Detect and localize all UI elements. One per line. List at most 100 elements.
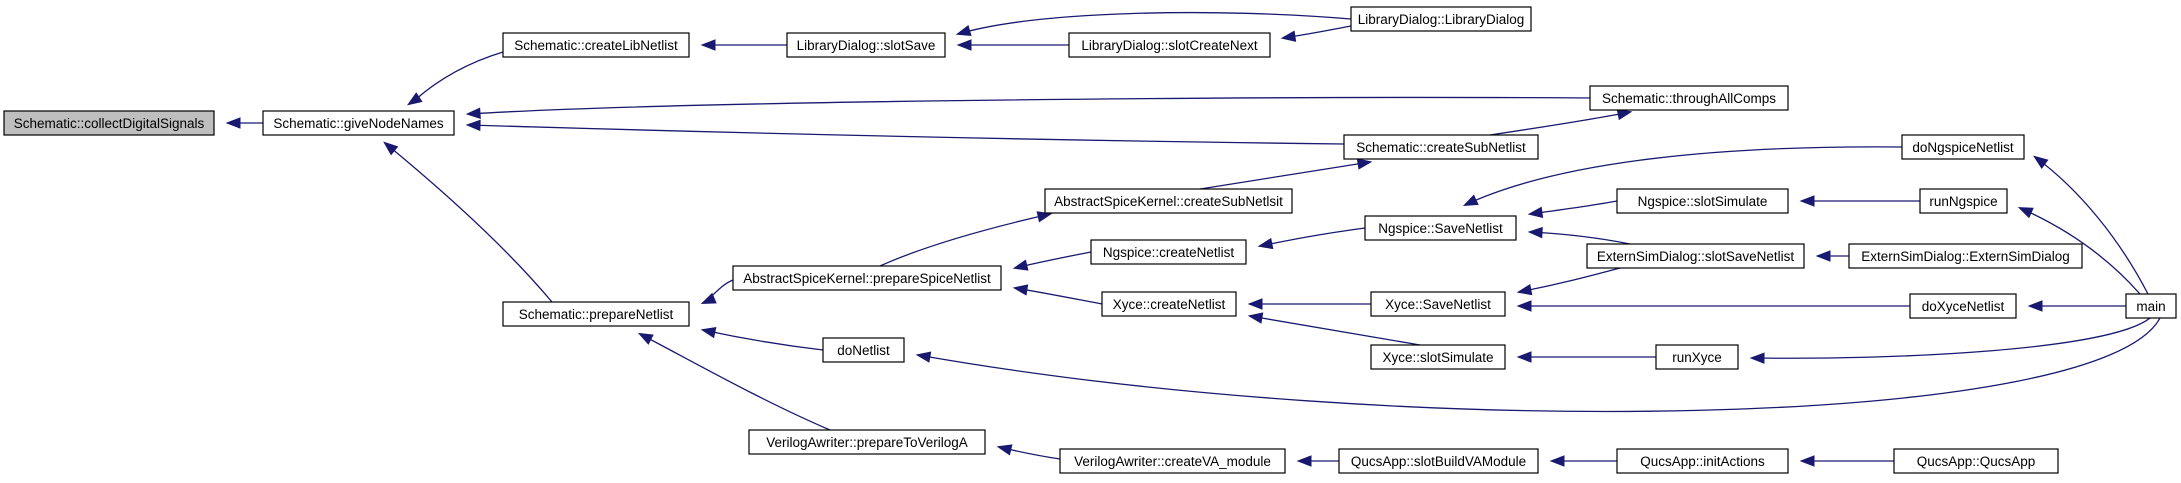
node-box[interactable] [1655,344,1739,370]
node-xyceCreate[interactable]: Xyce::createNetlist [1101,291,1237,317]
node-label: LibraryDialog::LibraryDialog [1358,12,1525,27]
node-externDialog[interactable]: ExternSimDialog::ExternSimDialog [1848,243,2083,269]
node-collect[interactable]: Schematic::collectDigitalSignals [3,110,215,136]
node-runXyce[interactable]: runXyce [1655,344,1739,370]
node-ngCreate[interactable]: Ngspice::createNetlist [1090,239,1247,265]
node-label: QucsApp::QucsApp [1917,454,2036,469]
node-createLib[interactable]: Schematic::createLibNetlist [502,32,690,58]
node-box[interactable] [822,337,905,363]
node-box[interactable] [1848,243,2083,269]
node-box[interactable] [1059,448,1286,474]
node-veriCreateVA[interactable]: VerilogAwriter::createVA_module [1059,448,1286,474]
node-libDialog[interactable]: LibraryDialog::LibraryDialog [1350,6,1532,32]
edge-throughAll-to-giveNode [465,96,1591,119]
node-libSave[interactable]: LibraryDialog::slotSave [786,32,946,58]
edge-main-to-doNgspice [2033,155,2149,295]
arrowhead [1280,30,1297,42]
node-box[interactable] [1044,188,1293,214]
node-qucsBuildVA[interactable]: QucsApp::slotBuildVAModule [1338,448,1539,474]
node-box[interactable] [502,32,690,58]
node-box[interactable] [1909,293,2017,319]
node-box[interactable] [262,110,455,136]
node-label: ExternSimDialog::ExternSimDialog [1861,249,2070,264]
node-box[interactable] [1616,188,1789,214]
node-box[interactable] [1101,291,1237,317]
edge-doNgspice-to-ngSave [1462,146,1903,207]
node-qucsInit[interactable]: QucsApp::initActions [1616,448,1789,474]
node-label: Schematic::giveNodeNames [273,116,444,131]
node-doXyce[interactable]: doXyceNetlist [1909,293,2017,319]
node-throughAll[interactable]: Schematic::throughAllComps [1589,85,1789,111]
node-doNgspice[interactable]: doNgspiceNetlist [1901,134,2025,160]
node-box[interactable] [1589,85,1789,111]
edge-line [2034,156,2149,295]
node-box[interactable] [1068,32,1271,58]
node-xyceSlotSim[interactable]: Xyce::slotSimulate [1370,344,1506,370]
node-label: Ngspice::createNetlist [1103,245,1235,260]
node-ngSave[interactable]: Ngspice::SaveNetlist [1364,215,1517,241]
node-libCreateNext[interactable]: LibraryDialog::slotCreateNext [1068,32,1271,58]
node-xyceSave[interactable]: Xyce::SaveNetlist [1370,291,1506,317]
edge-line [1199,161,1371,190]
node-box[interactable] [786,32,946,58]
node-box[interactable] [1893,448,2059,474]
node-box[interactable] [3,110,215,136]
node-box[interactable] [1901,134,2025,160]
node-box[interactable] [502,301,690,327]
node-box[interactable] [1919,188,2008,214]
edge-line [957,11,1352,35]
node-absCreateSub[interactable]: AbstractSpiceKernel::createSubNetlsit [1044,188,1293,214]
node-label: Xyce::SaveNetlist [1385,297,1491,312]
node-prepareNetlist[interactable]: Schematic::prepareNetlist [502,301,690,327]
node-doNetlist[interactable]: doNetlist [822,337,905,363]
node-box[interactable] [2125,293,2177,319]
edge-ngSave-to-ngCreate [1257,227,1366,250]
edge-xyceCreate-to-absPrepare [1012,284,1103,305]
edge-line [917,317,2161,413]
arrowhead [996,444,1013,456]
edge-externSave-to-ngSave [1527,226,1631,245]
node-label: LibraryDialog::slotCreateNext [1081,38,1258,53]
arrowhead [1516,351,1532,363]
node-box[interactable] [1616,448,1789,474]
node-main[interactable]: main [2125,293,2177,319]
node-giveNode[interactable]: Schematic::giveNodeNames [262,110,455,136]
arrowhead [700,292,717,304]
arrowhead [956,39,972,51]
node-label: QucsApp::initActions [1640,454,1765,469]
node-box[interactable] [1364,215,1517,241]
node-externSave[interactable]: ExternSimDialog::slotSaveNetlist [1586,243,1805,269]
edge-main-to-doNetlist [915,317,2161,413]
node-box[interactable] [1586,243,1805,269]
edge-line [1751,317,2151,359]
arrowhead [1257,237,1274,250]
node-createSub[interactable]: Schematic::createSubNetlist [1343,134,1539,160]
node-box[interactable] [1338,448,1539,474]
node-label: Ngspice::slotSimulate [1638,194,1768,209]
edge-externDialog-to-externSave [1815,250,1849,262]
arrowhead [1012,284,1029,296]
node-ngSlotSim[interactable]: Ngspice::slotSimulate [1616,188,1789,214]
node-absPrepare[interactable]: AbstractSpiceKernel::prepareSpiceNetlist [732,265,1002,291]
node-runNgspice[interactable]: runNgspice [1919,188,2008,214]
edge-xyceSave-to-xyceCreate [1247,298,1371,310]
arrowhead [1815,250,1831,262]
edge-line [1014,287,1103,305]
node-box[interactable] [1350,6,1532,32]
arrowhead [465,119,481,132]
edge-xyceSlotSim-to-xyceCreate [1247,312,1421,346]
node-box[interactable] [732,265,1002,291]
edge-veriPrepare-to-prepareNetlist [637,332,831,431]
node-box[interactable] [1343,134,1539,160]
node-box[interactable] [1370,291,1506,317]
node-label: AbstractSpiceKernel::prepareSpiceNetlist [743,271,991,286]
node-qucsApp[interactable]: QucsApp::QucsApp [1893,448,2059,474]
node-label: doNgspiceNetlist [1912,140,2014,155]
node-veriPrepare[interactable]: VerilogAwriter::prepareToVerilogA [748,429,986,455]
node-box[interactable] [748,429,986,455]
node-box[interactable] [1090,239,1247,265]
edge-line [1249,315,1421,346]
arrowhead [1462,194,1479,207]
node-box[interactable] [1370,344,1506,370]
arrowhead [1247,298,1263,310]
